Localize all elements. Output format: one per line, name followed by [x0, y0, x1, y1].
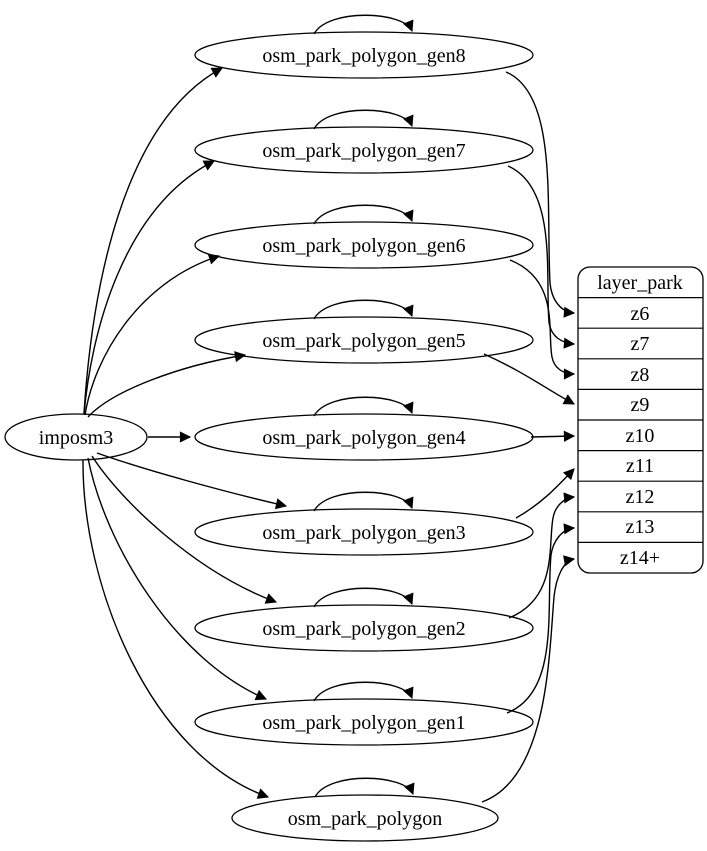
table-row-label: z7 [631, 333, 650, 355]
table-row-label: z9 [631, 394, 650, 416]
node-shape [194, 31, 534, 79]
edge-gen5-to-z9 [483, 353, 575, 405]
edge-imposm3-to-gen1 [87, 457, 268, 701]
node-imposm3: imposm3 [4, 413, 148, 461]
edge-imposm3-to-polygon [82, 459, 270, 799]
self-loop-gen4 [313, 396, 414, 417]
self-loop-gen8 [313, 14, 414, 35]
edge-gen6-to-z8 [509, 259, 576, 380]
table-row-label: z6 [631, 303, 650, 325]
layer-park-table: layer_park z6 z7 z8 z9 z10 z11 z12 z13 z… [577, 266, 704, 574]
table-row-label: z11 [626, 455, 654, 477]
edge-imposm3-to-gen6 [84, 253, 221, 416]
edge-imposm3-to-gen2 [91, 455, 278, 604]
edge-gen2-to-z12 [508, 492, 576, 619]
self-loop-gen1 [313, 681, 414, 702]
edge-polygon-to-z14 [481, 555, 576, 803]
node-label: osm_park_polygon_gen6 [262, 235, 465, 257]
node-label: osm_park_polygon_gen7 [262, 140, 465, 162]
node-osm-park-polygon-gen1: osm_park_polygon_gen1 [194, 698, 534, 746]
node-shape [194, 126, 534, 174]
node-label: osm_park_polygon [288, 808, 442, 830]
node-label: osm_park_polygon_gen3 [262, 522, 465, 544]
node-shape [194, 698, 534, 746]
edge-gen4-to-z10 [530, 430, 576, 442]
node-shape [194, 508, 534, 556]
edge-gen7-to-z7 [507, 165, 576, 349]
node-label: osm_park_polygon_gen2 [262, 618, 465, 640]
node-shape [231, 794, 499, 842]
edge-gen8-to-z6 [505, 71, 576, 318]
table-row-label: z12 [626, 486, 655, 508]
node-imposm3-shape [4, 413, 148, 461]
node-osm-park-polygon: osm_park_polygon [231, 794, 499, 842]
node-shape [194, 316, 534, 364]
edge-gen3-to-z11 [515, 468, 575, 519]
edge-gen1-to-z13 [506, 523, 576, 714]
layer-park-table-title: layer_park [597, 272, 683, 294]
node-osm-park-polygon-gen3: osm_park_polygon_gen3 [194, 508, 534, 556]
self-loop-gen3 [313, 491, 414, 512]
self-loop-gen5 [313, 299, 414, 320]
node-label: imposm3 [39, 427, 113, 449]
edge-imposm3-to-gen3 [96, 452, 288, 510]
edge-imposm3-to-gen8 [83, 67, 223, 414]
self-loop-gen6 [313, 204, 414, 225]
node-osm-park-polygon-gen2: osm_park_polygon_gen2 [194, 604, 534, 652]
node-shape [194, 604, 534, 652]
table-row-label: z14+ [620, 547, 660, 569]
table-row-label: z13 [626, 516, 655, 538]
self-loop-polygon [314, 777, 415, 798]
table-row-label: z10 [626, 425, 655, 447]
node-osm-park-polygon-gen4: osm_park_polygon_gen4 [194, 413, 534, 461]
node-shape [194, 221, 534, 269]
node-label: osm_park_polygon_gen5 [262, 330, 465, 352]
edge-imposm3-to-gen5 [87, 351, 247, 418]
node-osm-park-polygon-gen8: osm_park_polygon_gen8 [194, 31, 534, 79]
node-label: osm_park_polygon_gen1 [262, 712, 465, 734]
node-osm-park-polygon-gen7: osm_park_polygon_gen7 [194, 126, 534, 174]
node-label: osm_park_polygon_gen4 [262, 427, 465, 449]
self-loop-gen2 [313, 587, 414, 608]
table-row-label: z8 [631, 364, 650, 386]
edge-imposm3-to-gen7 [83, 160, 215, 415]
self-loop-gen7 [313, 109, 414, 130]
node-label: osm_park_polygon_gen8 [262, 45, 465, 67]
node-osm-park-polygon-gen6: osm_park_polygon_gen6 [194, 221, 534, 269]
node-osm-park-polygon-gen5: osm_park_polygon_gen5 [194, 316, 534, 364]
